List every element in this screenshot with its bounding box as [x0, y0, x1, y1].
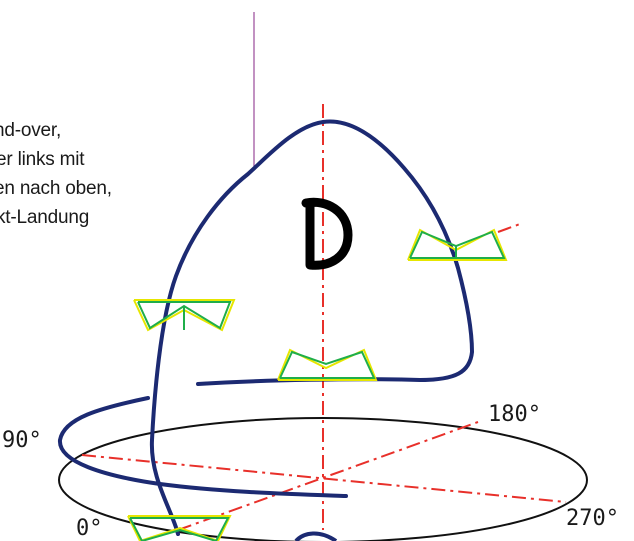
- caption-line-1: nd-over,: [0, 120, 62, 141]
- heli-marker-center: [277, 348, 378, 381]
- caption-line-2: er links mit: [0, 149, 85, 170]
- heli-marker-right: [407, 228, 508, 261]
- flight-path-main: [149, 119, 474, 536]
- maneuver-caption: nd-over, er links mit en nach oben, kt-L…: [0, 116, 254, 232]
- angle-label-180: 180°: [488, 402, 541, 427]
- ground-ellipse: [58, 417, 588, 541]
- axis-tail-right: [497, 223, 521, 233]
- heli-marker-bottom: [127, 515, 232, 541]
- flight-path: [58, 119, 474, 536]
- angle-label-0: 0°: [76, 516, 103, 541]
- maneuver-letter-d: D: [301, 197, 353, 270]
- angle-label-90: 90°: [2, 428, 42, 453]
- axis-lines: [81, 104, 567, 531]
- bottom-arc-fragment: [294, 531, 338, 541]
- axis-0-180: [177, 421, 479, 531]
- caption-line-3: en nach oben,: [0, 178, 112, 199]
- heli-marker-left: [133, 299, 236, 332]
- flight-path-entry: [58, 396, 348, 498]
- caption-line-4: kt-Landung: [0, 207, 90, 228]
- angle-label-270: 270°: [566, 506, 619, 531]
